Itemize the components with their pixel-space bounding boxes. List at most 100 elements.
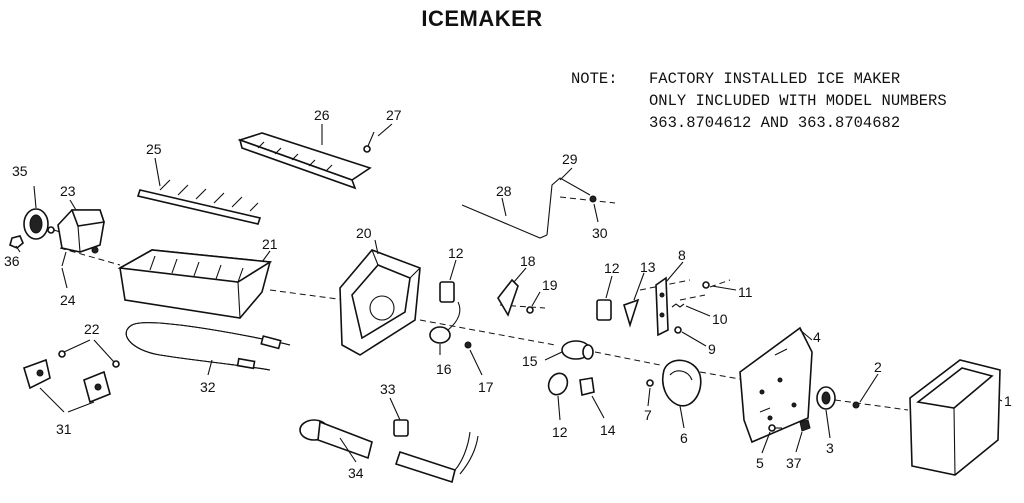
- leader-23: [69, 199, 77, 211]
- part-28-arm: [461, 204, 548, 239]
- part-8-plate: [655, 276, 669, 337]
- callout-32: 32: [200, 379, 216, 395]
- leader-34: [339, 437, 357, 463]
- part-31-brackets: [23, 358, 111, 404]
- callout-9: 9: [708, 341, 716, 357]
- axis-line: [559, 196, 616, 204]
- callout-8: 8: [678, 247, 686, 263]
- leader-24: [61, 267, 68, 289]
- part-24-screw: [47, 226, 61, 234]
- callout-17: 17: [478, 379, 494, 395]
- callout-24: 24: [60, 292, 76, 308]
- leader-3: [825, 409, 831, 439]
- leader-12c: [557, 395, 561, 421]
- leader-25: [154, 157, 161, 187]
- part-26-stripper: [237, 132, 372, 190]
- axis-line: [679, 294, 706, 301]
- callout-34: 34: [348, 465, 364, 481]
- callout-5: 5: [756, 455, 764, 471]
- part-33-clamp: [393, 419, 409, 437]
- part-11-screw: [702, 281, 710, 289]
- leader-20: [374, 239, 379, 255]
- callout-22: 22: [84, 321, 100, 337]
- callout-2: 2: [874, 359, 882, 375]
- callout-14: 14: [600, 422, 616, 438]
- leader-28: [501, 197, 507, 217]
- part-32-heater: [125, 322, 291, 371]
- callout-25: 25: [146, 141, 162, 157]
- axis-line: [499, 304, 546, 309]
- leader-15: [544, 351, 563, 361]
- leader-35: [33, 185, 37, 209]
- leader-33: [389, 397, 401, 421]
- leader-32: [207, 359, 213, 376]
- part-18-lever: [497, 278, 519, 317]
- callout-4: 4: [813, 329, 821, 345]
- part-5-screw: [768, 424, 782, 432]
- part-4-plate: [739, 326, 813, 444]
- callout-21: 21: [262, 236, 278, 252]
- part-36-nut: [9, 235, 24, 249]
- axis-line: [59, 247, 121, 266]
- part-37-nut: [799, 419, 811, 432]
- leader-8: [665, 261, 684, 283]
- part-22-screws: [58, 350, 120, 368]
- leader-22b: [93, 339, 115, 363]
- axis-line: [269, 289, 346, 301]
- callout-31: 31: [56, 421, 72, 437]
- part-2-screw: [852, 401, 860, 409]
- note-label: NOTE:: [571, 70, 618, 88]
- leader-2: [859, 373, 879, 403]
- callout-33: 33: [380, 381, 396, 397]
- part-13-spring: [623, 298, 640, 328]
- part-12-switch-c: [547, 372, 569, 396]
- part-6-motor: [662, 359, 702, 407]
- axis-line: [699, 371, 746, 381]
- callout-35: 35: [12, 163, 28, 179]
- leader-30: [593, 203, 599, 223]
- leader-37: [795, 431, 803, 453]
- leader-31b: [67, 401, 95, 413]
- part-20-housing: [339, 249, 421, 356]
- callout-19: 19: [542, 277, 558, 293]
- callout-7: 7: [644, 407, 652, 423]
- leader-11: [711, 285, 737, 291]
- leader-1: [999, 399, 1003, 402]
- callout-10: 10: [712, 311, 728, 327]
- leader-12a: [449, 259, 457, 281]
- callout-23: 23: [60, 183, 76, 199]
- leader-10: [685, 305, 711, 317]
- callout-29: 29: [562, 151, 578, 167]
- part-1-cover: [909, 359, 1001, 476]
- axis-line: [834, 399, 909, 411]
- part-15-gear: [561, 340, 594, 360]
- part-12-switch-a: [439, 281, 455, 303]
- leader-36: [15, 245, 21, 253]
- callout-11: 11: [738, 284, 753, 300]
- leader-4: [799, 329, 813, 341]
- part-34-valve: [299, 419, 479, 484]
- leader-19: [531, 291, 541, 307]
- part-25-ejector: [136, 179, 262, 225]
- part-23-housing: [57, 209, 106, 267]
- axis-line: [419, 319, 556, 346]
- leader-31a: [39, 387, 65, 413]
- leader-17: [469, 349, 483, 376]
- part-19-screw: [526, 306, 534, 314]
- leader-6: [679, 405, 685, 429]
- callout-18: 18: [520, 253, 536, 269]
- part-21-mold: [117, 249, 273, 319]
- axis-line: [594, 351, 661, 366]
- callout-15: 15: [522, 353, 538, 369]
- part-16-valve: [429, 301, 461, 344]
- leader-12b: [605, 275, 613, 299]
- part-12-switch-b: [596, 299, 612, 321]
- callout-30: 30: [592, 225, 608, 241]
- callout-27: 27: [386, 107, 402, 123]
- leader-29: [559, 167, 573, 181]
- leader-7: [647, 387, 651, 407]
- callout-36: 36: [4, 253, 20, 269]
- part-35-ring: [23, 208, 49, 240]
- callout-12-upper: 12: [448, 245, 464, 261]
